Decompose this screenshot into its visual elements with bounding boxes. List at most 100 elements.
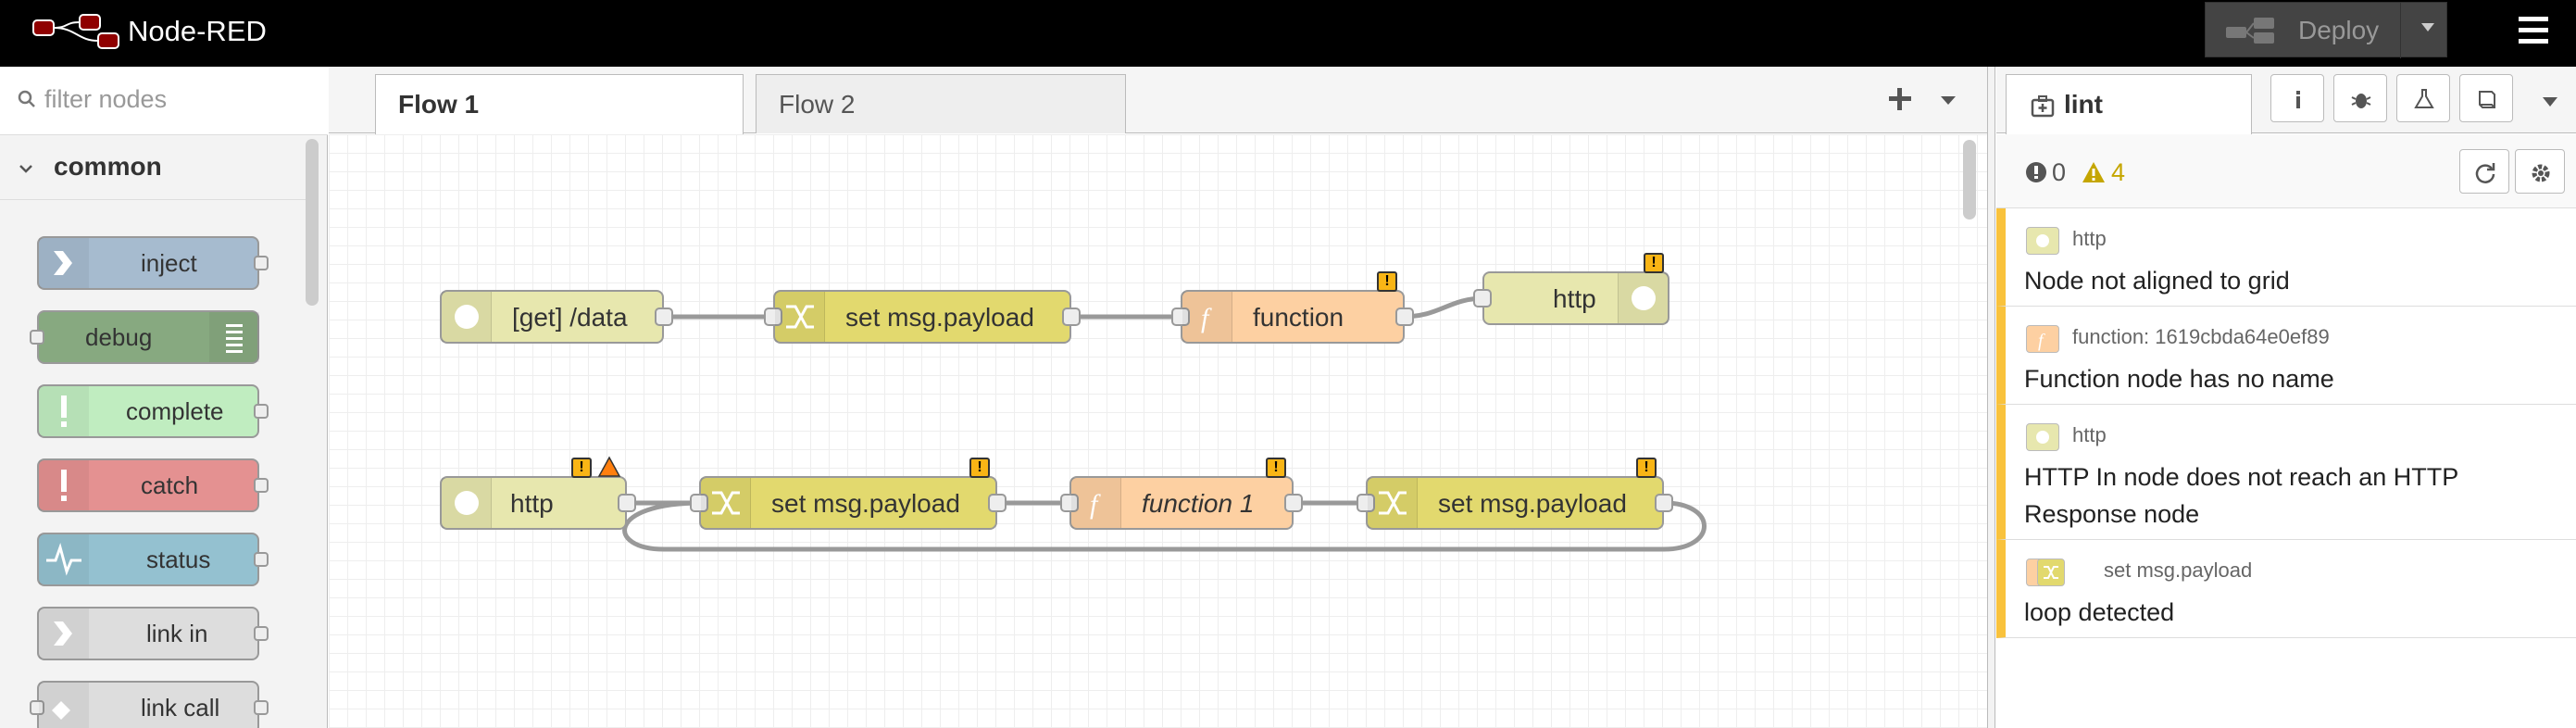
output-port[interactable] (655, 308, 673, 326)
input-port[interactable] (764, 308, 782, 326)
chevron-down-icon[interactable] (2541, 94, 2559, 109)
search-icon (18, 90, 35, 107)
lint-item[interactable]: http HTTP In node does not reach an HTTP… (1996, 405, 2576, 540)
help-tab-button[interactable] (2459, 74, 2513, 122)
input-port[interactable] (30, 330, 44, 345)
output-port[interactable] (254, 700, 269, 715)
flow-node-http-in-get-data[interactable]: [get] /data (440, 290, 673, 344)
complete-icon (39, 386, 89, 436)
lint-node-name: http (2072, 423, 2107, 446)
palette-node-complete[interactable]: complete (37, 384, 269, 438)
header: Node-RED Deploy (0, 0, 2576, 67)
output-port[interactable] (254, 626, 269, 641)
deploy-button[interactable]: Deploy (2205, 2, 2447, 58)
chevron-down-icon (19, 165, 32, 173)
link-call-icon (39, 683, 89, 728)
flow-node-change-3[interactable]: set msg.payload ! (1357, 458, 1673, 530)
lint-message: HTTP In node does not reach an HTTP Resp… (2024, 463, 2458, 528)
lint-item[interactable]: http Node not aligned to grid (1996, 208, 2576, 307)
sidebar-separator[interactable] (1987, 67, 1995, 728)
input-port[interactable] (1473, 289, 1492, 308)
input-port[interactable] (1060, 494, 1079, 512)
flow-canvas[interactable]: [get] /data set msg.payload f function !… (329, 134, 1995, 728)
tab-lint[interactable]: lint (2006, 74, 2252, 134)
svg-text:f: f (1201, 303, 1212, 333)
hamburger-menu-icon[interactable] (2509, 9, 2556, 52)
change-node-icon (2037, 559, 2065, 586)
workspace-tabs: Flow 1 Flow 2 (329, 67, 1995, 134)
warning-badge: ! (1266, 458, 1286, 478)
flow-node-change-1[interactable]: set msg.payload (764, 290, 1081, 344)
flow-node-label: function 1 (1142, 489, 1255, 518)
test-tab-button[interactable] (2396, 74, 2450, 122)
flow-node-change-2[interactable]: set msg.payload ! (690, 458, 1007, 530)
output-port[interactable] (1062, 308, 1081, 326)
palette-node-inject[interactable]: inject (37, 236, 269, 290)
chevron-down-icon[interactable] (2419, 18, 2437, 36)
sidebar: lint 0 4 (1996, 67, 2576, 728)
input-port[interactable] (1171, 308, 1190, 326)
bug-icon (2351, 94, 2371, 108)
lint-node-name: http (2072, 227, 2107, 250)
output-port[interactable] (618, 494, 636, 512)
output-port[interactable] (1284, 494, 1303, 512)
globe-icon (442, 292, 492, 342)
output-port[interactable] (1395, 308, 1414, 326)
flow-node-http-response[interactable]: http ! (1473, 253, 1669, 325)
warning-count: 4 (2111, 158, 2126, 186)
palette-node-status[interactable]: status (37, 533, 269, 586)
palette-node-label: link call (141, 694, 220, 722)
palette-category-common[interactable]: common (0, 135, 306, 200)
debug-icon (209, 312, 259, 362)
tab-label: Flow 2 (779, 90, 856, 119)
input-port[interactable] (690, 494, 708, 512)
chevron-down-icon[interactable] (1938, 91, 1958, 111)
refresh-button[interactable] (2459, 149, 2509, 194)
flow-node-http-in[interactable]: http ! (440, 456, 636, 530)
svg-text:f: f (1090, 489, 1101, 520)
input-port[interactable] (30, 700, 44, 715)
output-port[interactable] (988, 494, 1007, 512)
search-input[interactable]: filter nodes (44, 85, 168, 113)
tab-flow-1[interactable]: Flow 1 (375, 74, 744, 134)
add-flow-icon[interactable] (1884, 83, 1916, 115)
function-node-icon: f (2026, 325, 2059, 353)
palette-node-label: catch (141, 471, 199, 499)
error-icon (2026, 162, 2046, 182)
debug-tab-button[interactable] (2333, 74, 2387, 122)
shuffle-icon (701, 478, 751, 528)
output-port[interactable] (1655, 494, 1673, 512)
globe-icon (1618, 273, 1668, 323)
catch-icon (39, 460, 89, 510)
output-port[interactable] (254, 478, 269, 493)
shuffle-icon (1368, 478, 1418, 528)
palette-search[interactable]: filter nodes (0, 67, 328, 135)
lint-message: Node not aligned to grid (2024, 267, 2290, 295)
lint-item[interactable]: f function: 1619cbda64e0ef89 Function no… (1996, 307, 2576, 405)
flask-icon (2414, 89, 2434, 108)
canvas-scrollbar[interactable] (1963, 140, 1976, 220)
palette-node-debug[interactable]: debug (30, 310, 259, 364)
status-icon (39, 534, 89, 584)
output-port[interactable] (254, 404, 269, 419)
palette-node-link-in[interactable]: link in (37, 607, 269, 660)
lint-item[interactable]: set msg.payload loop detected (1996, 540, 2576, 638)
info-tab-button[interactable] (2270, 74, 2324, 122)
flow-wires (622, 295, 1707, 552)
tab-flow-2[interactable]: Flow 2 (756, 74, 1126, 133)
app-title: Node-RED (128, 15, 267, 47)
output-port[interactable] (254, 256, 269, 270)
input-port[interactable] (1357, 494, 1375, 512)
node-red-logo (32, 14, 119, 49)
svg-text:f: f (2038, 331, 2045, 351)
flow-node-function[interactable]: f function ! (1171, 271, 1414, 344)
settings-button[interactable] (2515, 149, 2565, 194)
output-port[interactable] (254, 552, 269, 567)
lint-node-name: set msg.payload (2104, 559, 2253, 582)
palette-node-link-call[interactable]: link call (30, 681, 269, 728)
palette-node-catch[interactable]: catch (37, 458, 269, 512)
error-count: 0 (2052, 158, 2067, 186)
palette-scrollbar[interactable] (306, 139, 319, 306)
refresh-icon (2475, 163, 2495, 183)
flow-node-function-1[interactable]: f function 1 ! (1060, 458, 1303, 530)
